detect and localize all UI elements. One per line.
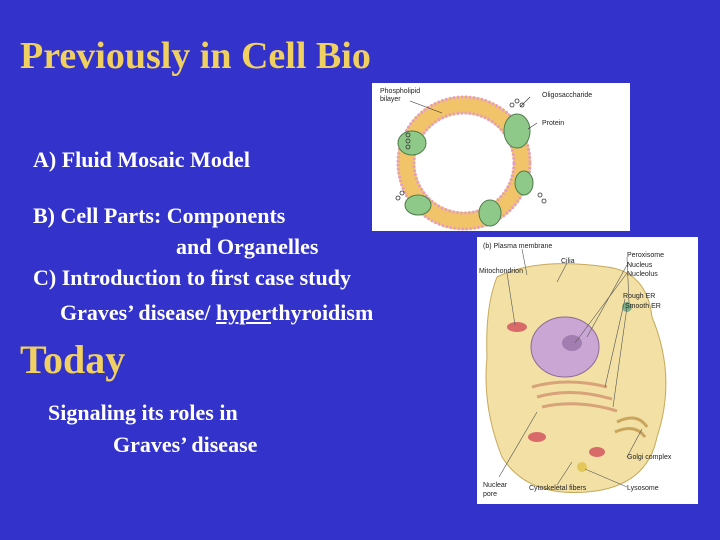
pointer-line: [519, 96, 531, 108]
item-case-study-line2: Graves’ disease/ hyperthyroidism: [60, 300, 373, 326]
pointer-line: [527, 122, 538, 130]
er-shape: [531, 380, 618, 413]
today-line1: Signaling its roles in: [48, 400, 238, 425]
outer-heads: [396, 95, 532, 231]
mitochondrion-shape: [589, 447, 605, 457]
nucleolus-shape: [562, 335, 582, 351]
protein-shape: [404, 194, 432, 216]
graves-text: Graves’ disease/: [60, 300, 217, 325]
label-mitochondrion: Mitochondrion: [479, 268, 523, 275]
bilayer-ring: [397, 96, 531, 230]
membrane-diagram: Phospholipid bilayer Oligosaccharide Pro…: [380, 88, 592, 231]
cell-diagram: (b) Plasma membrane Cilia Mitochondrion …: [479, 243, 672, 498]
today-line2: Graves’ disease: [113, 432, 258, 457]
label-nucleolus: Nucleolus: [627, 271, 658, 278]
slide-title: Previously in Cell Bio: [20, 35, 371, 77]
label-lysosome: Lysosome: [627, 485, 659, 492]
label-nuclear: Nuclear: [483, 482, 508, 489]
label-phospholipid: Phospholipid: [380, 88, 420, 95]
label-pore: pore: [483, 491, 497, 498]
hyper-underlined: hyper: [216, 300, 272, 325]
protein-shape: [397, 130, 427, 156]
pointer-line: [409, 100, 443, 114]
label-bilayer: bilayer: [380, 96, 401, 103]
label-cilia: Cilia: [561, 258, 575, 265]
item-cell-parts-line1: B) Cell Parts: Components: [33, 203, 286, 228]
lysosome-shape: [577, 462, 587, 472]
label-golgi: Golgi complex: [627, 454, 672, 461]
oligosaccharide-chains: [395, 98, 547, 204]
label-nucleus: Nucleus: [627, 262, 653, 269]
protein-shape: [514, 170, 534, 196]
label-peroxisome: Peroxisome: [627, 252, 664, 259]
inner-heads: [412, 111, 516, 215]
label-plasma-membrane: (b) Plasma membrane: [483, 243, 552, 250]
today-heading: Today: [20, 337, 126, 382]
protein-shape: [503, 113, 531, 149]
label-smooth-er: Smooth ER: [625, 303, 661, 310]
item-case-study-line1: C) Introduction to first case study: [33, 265, 351, 290]
item-fluid-mosaic: A) Fluid Mosaic Model: [33, 147, 250, 172]
mitochondrion-shape: [507, 322, 527, 332]
label-cytoskeletal: Cytoskeletal fibers: [529, 485, 587, 492]
thyroidism-text: thyroidism: [271, 300, 374, 325]
mitochondrion-shape: [528, 432, 546, 442]
cell-pointer-lines: [498, 248, 643, 488]
golgi-shape: [614, 416, 649, 438]
label-oligosaccharide: Oligosaccharide: [542, 92, 592, 99]
protein-shape: [478, 199, 502, 227]
item-cell-parts-line2: and Organelles: [176, 234, 319, 259]
label-rough-er: Rough ER: [623, 293, 655, 300]
label-protein: Protein: [542, 120, 564, 127]
cell-figure: (b) Plasma membrane Cilia Mitochondrion …: [477, 237, 698, 504]
membrane-figure: Phospholipid bilayer Oligosaccharide Pro…: [372, 83, 630, 231]
